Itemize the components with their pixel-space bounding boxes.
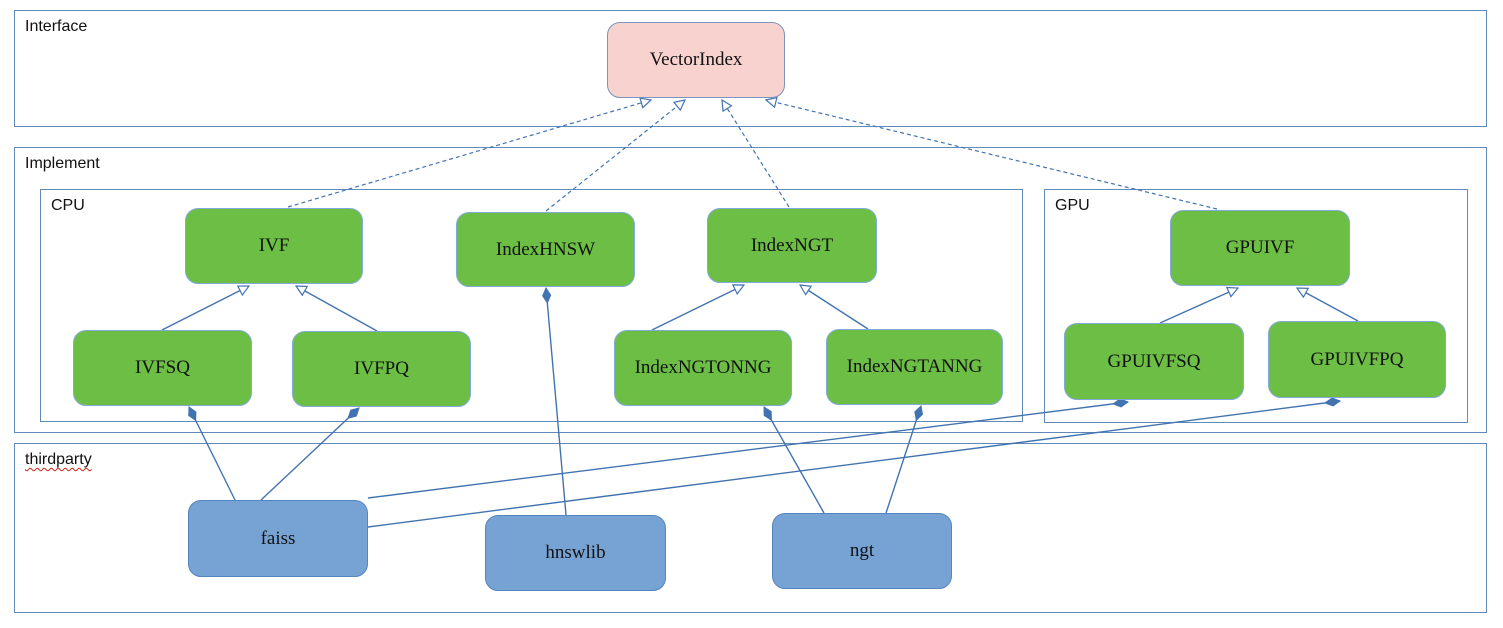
edge-ngt-indexngtonng (763, 406, 825, 514)
edge-gpuivfsq-gpuivf (1159, 288, 1238, 324)
edge-gpuivfpq-gpuivf (1297, 288, 1359, 322)
section-interface: Interface (14, 10, 1487, 127)
edge-ivfpq-ivf (296, 286, 378, 332)
section-gpu-label: GPU (1055, 197, 1090, 214)
edge-ivfsq-ivf (161, 285, 249, 331)
section-cpu: CPU (40, 189, 1023, 422)
section-thirdparty: thirdparty (14, 443, 1487, 613)
edge-indexngtanng-indexngt (800, 285, 869, 330)
section-interface-label: Interface (25, 18, 88, 35)
edge-faiss-gpuivfpq (367, 397, 1342, 528)
section-thirdparty-label: thirdparty (25, 451, 92, 468)
section-implement-label: Implement (25, 155, 100, 172)
edge-faiss-ivfpq (260, 407, 360, 501)
edge-ivf-vectorindex (287, 100, 651, 208)
edge-indexhnsw-vectorindex (545, 100, 685, 212)
section-cpu-label: CPU (51, 197, 85, 214)
edge-faiss-ivfsq (188, 406, 236, 501)
edge-gpuivf-vectorindex (766, 100, 1218, 210)
edge-faiss-gpuivfsq (367, 398, 1130, 499)
section-gpu: GPU (1044, 189, 1468, 423)
edge-indexngt-vectorindex (722, 100, 790, 208)
edge-hnswlib-indexhnsw (542, 286, 567, 516)
edge-indexngtonng-indexngt (651, 285, 744, 331)
edge-ngt-indexngtanng (885, 404, 924, 514)
section-implement: Implement (14, 147, 1487, 433)
